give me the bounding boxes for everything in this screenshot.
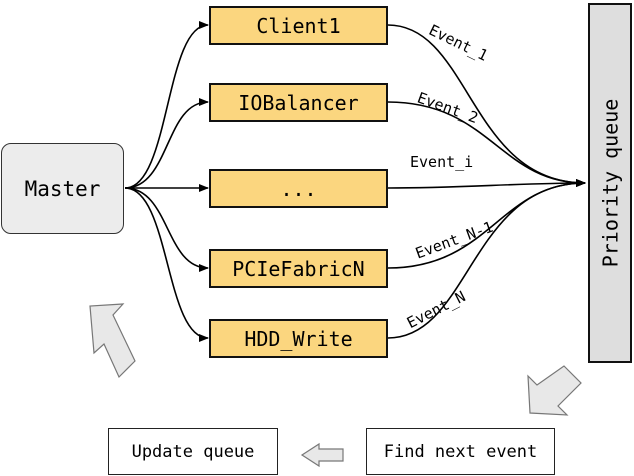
master-node: Master (1, 143, 124, 234)
component-ellipsis: ... (209, 169, 388, 208)
event-label-i: Event_i (410, 153, 474, 171)
update-queue-box: Update queue (108, 428, 278, 475)
component-hddwrite: HDD_Write (209, 319, 388, 358)
edge-master-iobalancer (124, 98, 209, 189)
pciefabric-label: PCIeFabricN (232, 256, 365, 281)
edge-master-pciefabric (124, 187, 209, 272)
hddwrite-label: HDD_Write (244, 326, 353, 351)
component-iobalancer: IOBalancer (209, 83, 388, 122)
priority-queue-label: Priority queue (598, 98, 623, 268)
arrow-update-to-master-shape (89, 303, 136, 379)
arrow-find-next-to-update (300, 442, 344, 468)
iobalancer-label: IOBalancer (238, 90, 359, 115)
ellipsis-label: ... (280, 176, 317, 201)
component-pciefabric: PCIeFabricN (209, 249, 388, 288)
edge-hddwrite-pq (387, 179, 586, 339)
arrow-pq-to-find-next (527, 365, 582, 416)
master-label: Master (24, 176, 101, 201)
update-queue-label: Update queue (131, 441, 255, 462)
find-next-event-box: Find next event (366, 428, 555, 475)
priority-queue: Priority queue (588, 3, 632, 363)
find-next-event-label: Find next event (383, 441, 538, 462)
edge-master-hddwrite (124, 187, 209, 342)
client1-label: Client1 (256, 13, 341, 38)
component-client1: Client1 (209, 6, 388, 45)
edge-master-client1 (124, 21, 209, 189)
edge-iobalancer-pq (387, 101, 586, 187)
edge-ellipsis-pq (387, 179, 586, 189)
